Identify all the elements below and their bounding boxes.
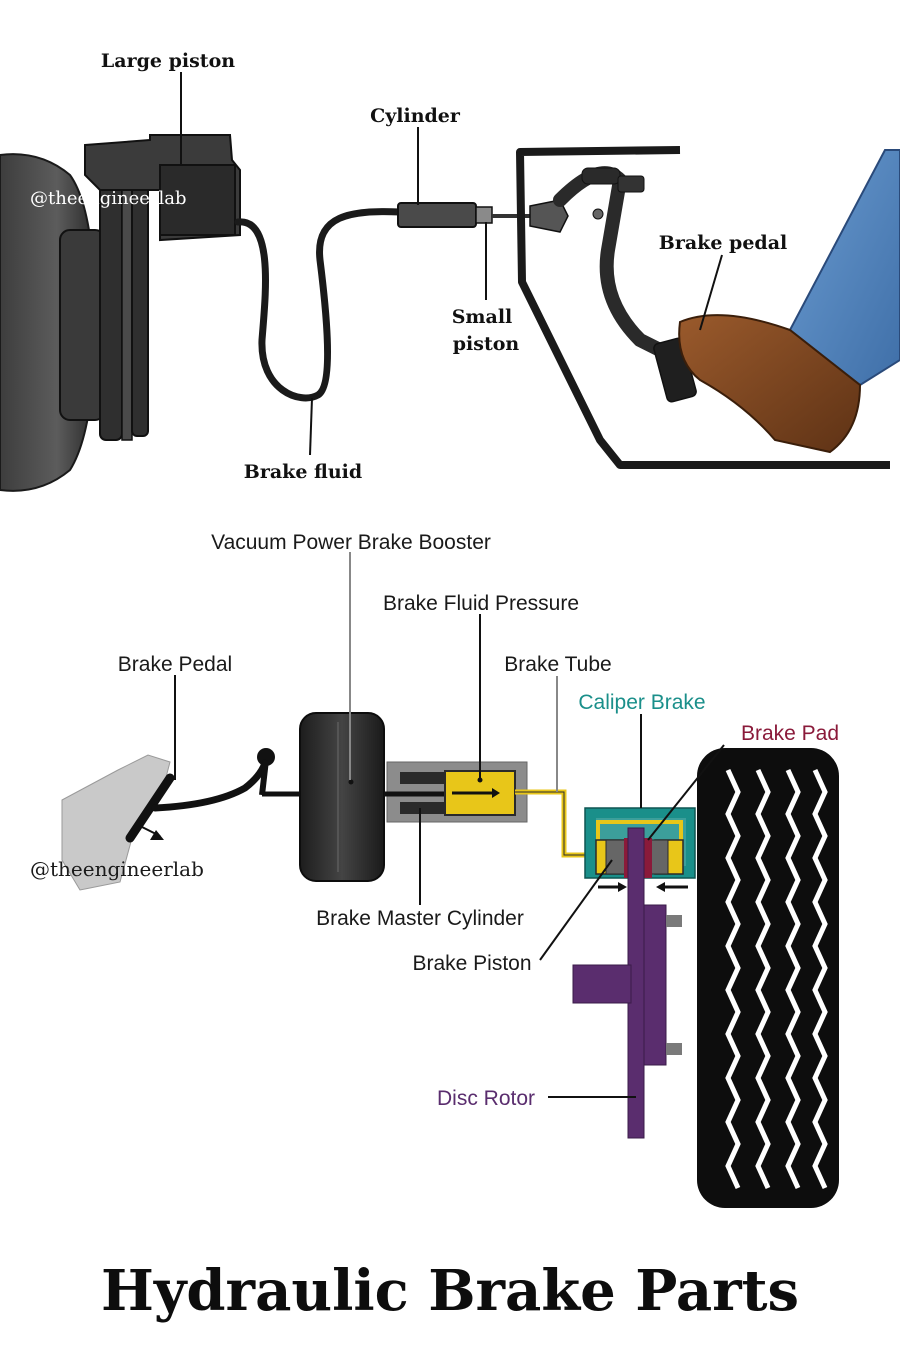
leader-brake-pad <box>647 744 725 841</box>
label-brake-pedal-bottom: Brake Pedal <box>118 653 232 676</box>
label-vacuum-booster: Vacuum Power Brake Booster <box>211 531 491 554</box>
label-brake-pedal-top: Brake pedal <box>659 232 787 254</box>
master-cylinder-top <box>397 199 569 233</box>
master-cylinder <box>384 761 528 823</box>
label-large-piston: Large piston <box>101 50 235 72</box>
label-brake-tube: Brake Tube <box>504 653 611 676</box>
leader-brake-pedal <box>699 254 723 331</box>
top-illustration: @theengineerlab <box>0 50 900 492</box>
wheel-assembly <box>0 153 149 492</box>
driver-foot <box>678 149 900 454</box>
leader-brake-fluid <box>309 397 313 456</box>
leader-brake-piston <box>539 859 613 961</box>
pedal-frame <box>516 146 890 469</box>
page-title: Hydraulic Brake Parts <box>101 1258 799 1324</box>
label-small-piston-line2: piston <box>453 333 520 355</box>
label-disc-rotor: Disc Rotor <box>437 1087 535 1110</box>
caliper-large-piston <box>84 134 241 242</box>
label-caliper-brake: Caliper Brake <box>578 691 705 714</box>
label-master-cylinder: Brake Master Cylinder <box>316 907 524 930</box>
label-fluid-pressure: Brake Fluid Pressure <box>383 592 579 615</box>
bottom-illustration: @theengineerlab <box>30 531 839 1208</box>
label-small-piston-line1: Small <box>452 306 513 328</box>
tire <box>697 748 839 1208</box>
brake-pedal-lever <box>125 748 300 843</box>
watermark-bottom: @theengineerlab <box>30 857 204 881</box>
brake-fluid-hose <box>234 208 404 402</box>
label-brake-pad: Brake Pad <box>741 722 839 745</box>
label-brake-piston: Brake Piston <box>412 952 531 975</box>
label-brake-fluid: Brake fluid <box>244 461 362 483</box>
vacuum-booster <box>299 712 385 882</box>
watermark-top: @theengineerlab <box>30 188 187 209</box>
disc-rotor <box>572 827 682 1139</box>
label-cylinder: Cylinder <box>370 105 461 127</box>
